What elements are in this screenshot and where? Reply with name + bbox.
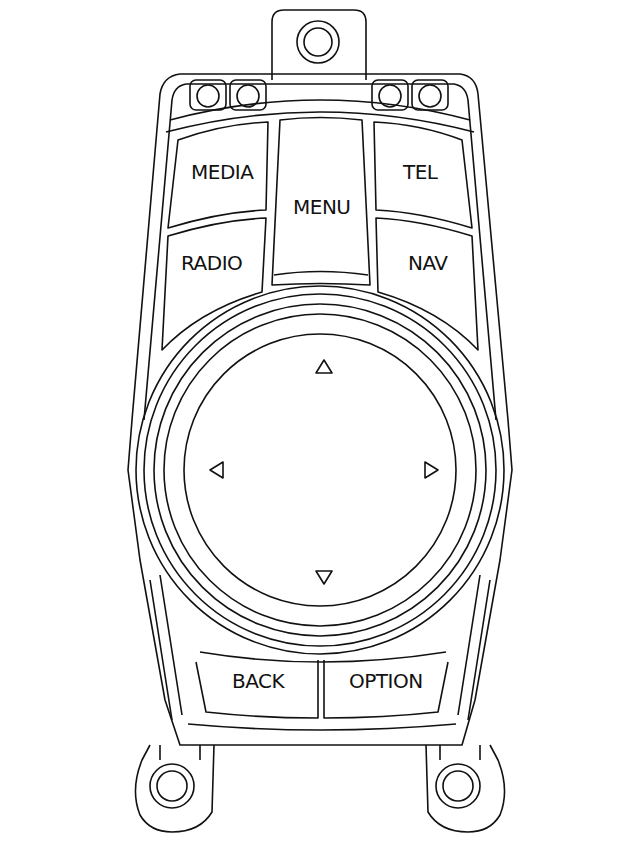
button-label-box: NAV <box>404 249 452 277</box>
button-label: NAV <box>408 251 448 275</box>
button-label: MEDIA <box>191 160 253 184</box>
button-label-box: MEDIA <box>187 158 257 186</box>
button-label: MENU <box>293 195 351 219</box>
button-label: RADIO <box>181 251 242 275</box>
button-label-box: OPTION <box>345 667 427 695</box>
button-label-box: TEL <box>399 158 442 186</box>
button-label: BACK <box>232 669 284 693</box>
button-label: TEL <box>403 160 438 184</box>
button-label-box: BACK <box>228 667 288 695</box>
button-label: OPTION <box>349 669 423 693</box>
button-label-box: RADIO <box>177 249 246 277</box>
button-label-box: MENU <box>289 193 355 221</box>
